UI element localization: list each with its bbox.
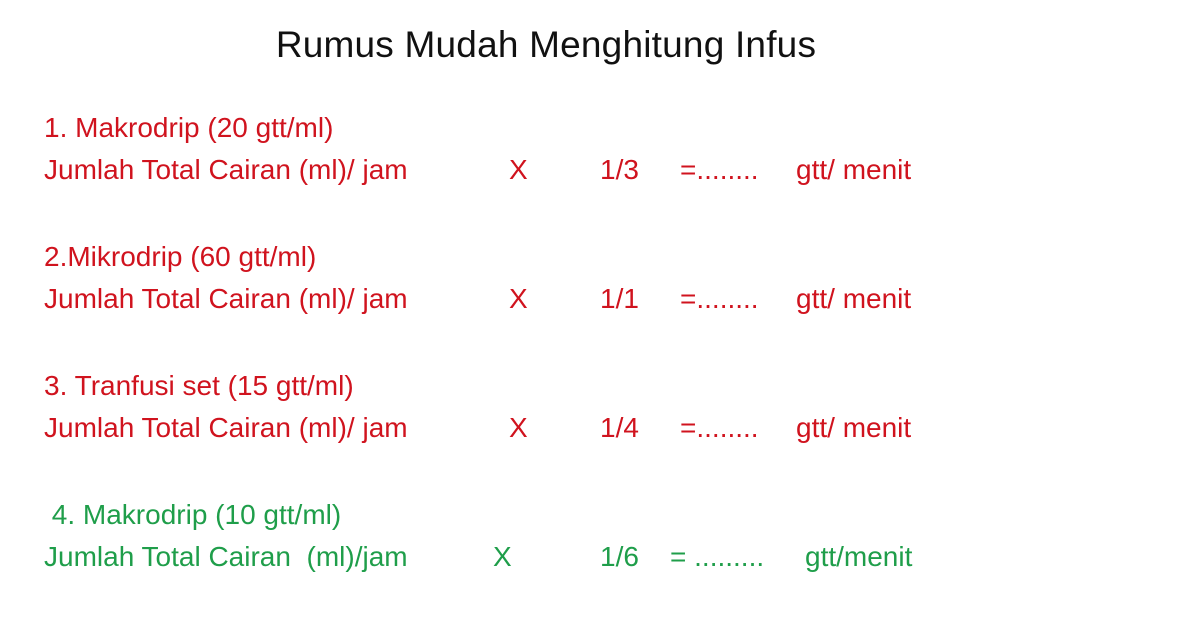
formula-lhs: Jumlah Total Cairan (ml)/ jam	[44, 154, 408, 185]
formula-unit: gtt/menit	[805, 541, 913, 572]
formula-line: Jumlah Total Cairan (ml)/ jam X 1/3 =...…	[44, 148, 1044, 192]
page-title: Rumus Mudah Menghitung Infus	[275, 24, 817, 65]
multiply-operator: X	[509, 412, 528, 443]
formula-makrodrip-10: 4. Makrodrip (10 gtt/ml) Jumlah Total Ca…	[44, 495, 1044, 579]
formula-tranfusi-set-15: 3. Tranfusi set (15 gtt/ml) Jumlah Total…	[44, 366, 1044, 450]
formula-factor: 1/4	[600, 412, 639, 443]
formula-line: Jumlah Total Cairan (ml)/jam X 1/6 = ...…	[44, 535, 1044, 579]
formula-unit: gtt/ menit	[796, 283, 912, 314]
formula-line: Jumlah Total Cairan (ml)/ jam X 1/1 =...…	[44, 277, 1044, 321]
formula-factor: 1/3	[600, 154, 639, 185]
formula-heading: 3. Tranfusi set (15 gtt/ml)	[44, 370, 354, 401]
formula-heading: 4. Makrodrip (10 gtt/ml)	[44, 499, 342, 530]
formula-lhs: Jumlah Total Cairan (ml)/jam	[44, 541, 408, 572]
formula-result-placeholder: =........	[680, 283, 759, 314]
formula-result-placeholder: =........	[680, 154, 759, 185]
formula-factor: 1/6	[600, 541, 639, 572]
multiply-operator: X	[509, 154, 528, 185]
multiply-operator: X	[493, 541, 512, 572]
formula-lhs: Jumlah Total Cairan (ml)/ jam	[44, 283, 408, 314]
formula-factor: 1/1	[600, 283, 639, 314]
formula-result-placeholder: =........	[680, 412, 759, 443]
formula-line: Jumlah Total Cairan (ml)/ jam X 1/4 =...…	[44, 406, 1044, 450]
multiply-operator: X	[509, 283, 528, 314]
formula-unit: gtt/ menit	[796, 154, 912, 185]
formula-mikrodrip-60: 2.Mikrodrip (60 gtt/ml) Jumlah Total Cai…	[44, 237, 1044, 321]
formula-lhs: Jumlah Total Cairan (ml)/ jam	[44, 412, 408, 443]
formula-heading: 2.Mikrodrip (60 gtt/ml)	[44, 241, 317, 272]
formula-makrodrip-20: 1. Makrodrip (20 gtt/ml) Jumlah Total Ca…	[44, 108, 1044, 192]
formula-result-placeholder: = .........	[670, 541, 765, 572]
formula-heading: 1. Makrodrip (20 gtt/ml)	[44, 112, 334, 143]
formula-unit: gtt/ menit	[796, 412, 912, 443]
